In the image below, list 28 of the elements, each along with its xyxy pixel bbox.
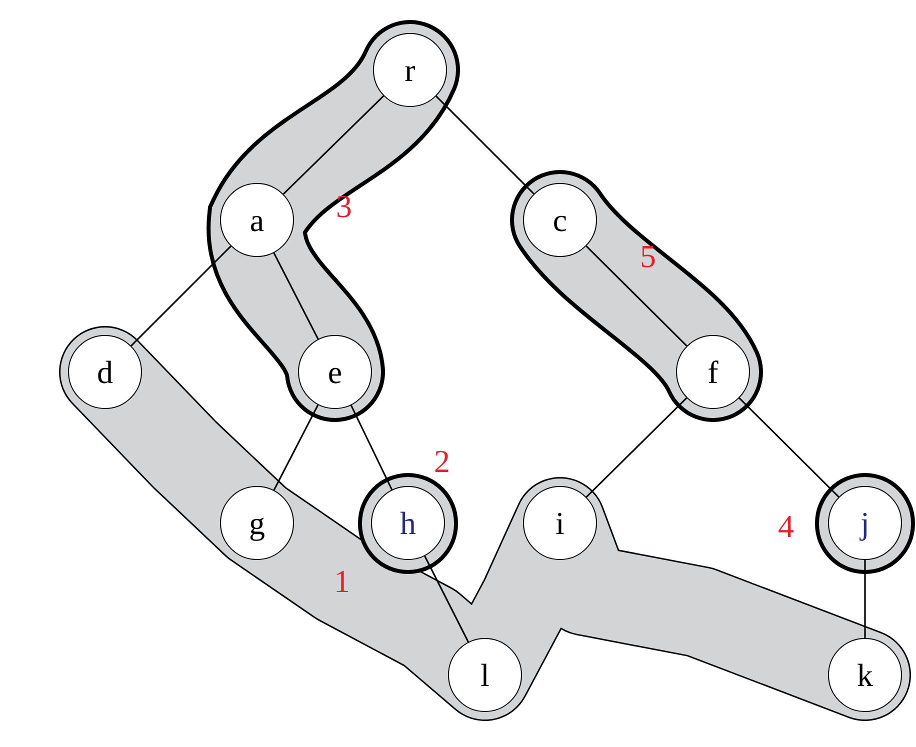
region-number: 5: [640, 240, 656, 272]
tree-edge: [586, 397, 688, 498]
region-number: 3: [336, 190, 352, 222]
node-label: a: [250, 202, 264, 238]
node-label: k: [857, 656, 873, 694]
region-number: 4: [778, 510, 794, 542]
tree-edge: [130, 246, 232, 346]
node-label: f: [708, 354, 718, 390]
tree-edge: [273, 404, 319, 490]
region-number: 2: [434, 445, 450, 477]
node-label: c: [552, 202, 568, 238]
node-label: h: [400, 504, 416, 542]
tree-edge: [273, 252, 319, 340]
node-label: g: [249, 504, 265, 542]
tree-edge: [864, 560, 866, 638]
node-label: j: [860, 504, 870, 542]
node-label: l: [480, 656, 490, 694]
tree-edge: [436, 96, 534, 194]
node-label: d: [97, 354, 113, 390]
node-label: i: [556, 504, 564, 542]
tree-edge: [282, 95, 384, 195]
node-label: e: [328, 354, 342, 390]
tree-edge: [738, 398, 840, 498]
tree-edge: [350, 404, 393, 490]
tree-edge: [424, 556, 469, 642]
tree-edge: [586, 246, 688, 346]
region-number: 1: [334, 565, 350, 597]
node-label: r: [404, 52, 416, 88]
